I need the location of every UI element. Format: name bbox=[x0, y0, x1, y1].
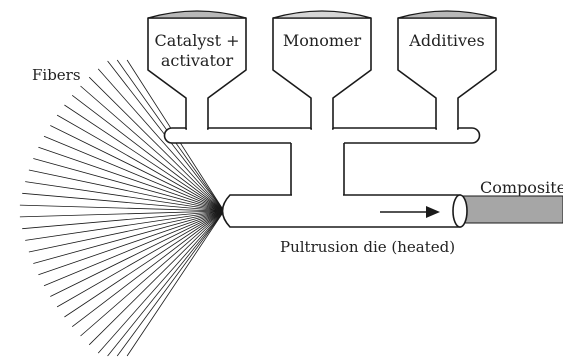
fiber-line bbox=[19, 204, 225, 212]
fiber-line bbox=[71, 94, 225, 212]
fiber-line bbox=[43, 135, 225, 212]
fiber-line bbox=[88, 210, 225, 346]
manifold bbox=[163, 127, 481, 199]
fiber-line bbox=[107, 210, 225, 357]
fibers-label: Fibers bbox=[32, 66, 81, 84]
fiber-line bbox=[28, 169, 225, 212]
hopper-label-catalyst-line2: activator bbox=[161, 51, 234, 70]
fiber-line bbox=[97, 210, 225, 354]
pultrusion-die bbox=[221, 193, 468, 228]
hopper-label-catalyst-line1: Catalyst + bbox=[154, 31, 239, 50]
fiber-line bbox=[80, 210, 225, 337]
fiber-line bbox=[28, 210, 225, 253]
fiber-line bbox=[64, 104, 225, 212]
fiber-line bbox=[22, 192, 225, 212]
fiber-line bbox=[22, 210, 225, 230]
fiber-line bbox=[25, 210, 225, 241]
hopper-group bbox=[147, 10, 497, 131]
fiber-line bbox=[38, 210, 225, 276]
fiber-line bbox=[126, 210, 225, 357]
fiber-line bbox=[50, 210, 225, 297]
fiber-line bbox=[25, 181, 225, 212]
fiber-line bbox=[56, 114, 225, 212]
composite-label: Composite bbox=[480, 178, 563, 197]
fiber-line bbox=[19, 210, 225, 218]
fiber-line bbox=[80, 85, 225, 212]
hopper-catalyst bbox=[147, 10, 247, 130]
fiber-line bbox=[56, 210, 225, 308]
hopper-additives bbox=[397, 10, 497, 130]
fiber-line bbox=[38, 146, 225, 212]
composite-rod bbox=[459, 195, 563, 224]
die-label: Pultrusion die (heated) bbox=[280, 238, 455, 256]
hopper-label-monomer: Monomer bbox=[283, 31, 362, 50]
fiber-line bbox=[97, 68, 225, 212]
hopper-label-additives: Additives bbox=[408, 31, 484, 50]
fiber-line bbox=[33, 158, 225, 212]
fiber-line bbox=[50, 125, 225, 212]
fiber-fan bbox=[19, 59, 225, 357]
fiber-line bbox=[88, 76, 225, 212]
fiber-line bbox=[43, 210, 225, 287]
fiber-line bbox=[71, 210, 225, 328]
fiber-line bbox=[64, 210, 225, 318]
arrow-right-icon bbox=[380, 206, 440, 218]
hopper-monomer bbox=[272, 10, 372, 130]
fiber-line bbox=[116, 210, 225, 357]
fiber-line bbox=[33, 210, 225, 264]
